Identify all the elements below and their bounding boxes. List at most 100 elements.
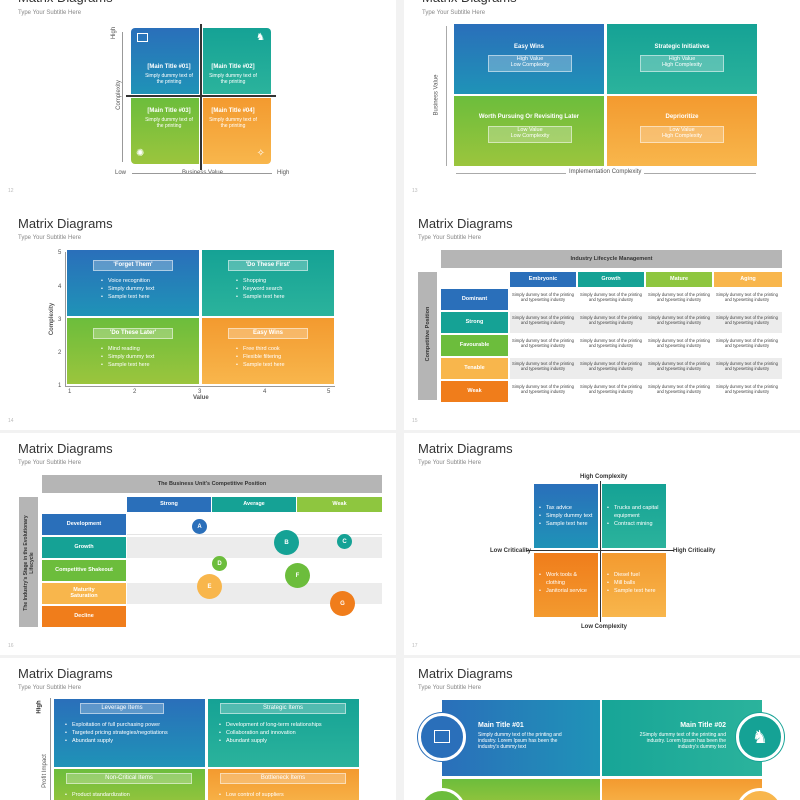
y-tick: 3 bbox=[58, 317, 62, 323]
quadrant-easy-wins[interactable]: Easy Wins High Value Low Complexity bbox=[454, 24, 604, 94]
list-item: Simply dummy text bbox=[538, 512, 596, 520]
slide-6[interactable]: Matrix Diagrams Type Your Subtitle Here … bbox=[404, 433, 800, 655]
label-line-2: Low Complexity bbox=[510, 62, 550, 68]
table-cell: Simply dummy text of the printing and ty… bbox=[580, 384, 642, 394]
col-header-mature: Mature bbox=[646, 272, 712, 287]
row-band bbox=[127, 583, 382, 604]
slide-8[interactable]: Matrix Diagrams Type Your Subtitle Here … bbox=[404, 658, 800, 800]
bubble-a: A bbox=[192, 519, 207, 534]
quadrant-2[interactable]: ♞ [Main Title #02] Simply dummy text of … bbox=[203, 28, 271, 94]
table-cell: Simply dummy text of the printing and ty… bbox=[648, 361, 710, 371]
y-tick: 5 bbox=[58, 250, 62, 256]
card-4[interactable] bbox=[602, 779, 762, 800]
quadrant-list: Exploitation of full purchasing power Ta… bbox=[64, 721, 204, 745]
row-band bbox=[127, 514, 382, 535]
x-tick: 2 bbox=[133, 389, 137, 395]
side-header: The Industry's Stage in the Evolutionary… bbox=[23, 515, 35, 611]
chart-header: The Business Unit's Competitive Position bbox=[42, 475, 382, 493]
slide-subtitle: Type Your Subtitle Here bbox=[418, 685, 482, 691]
table-cell: Simply dummy text of the printing and ty… bbox=[580, 292, 642, 302]
quadrant-strategic[interactable]: Strategic Items Development of long-term… bbox=[208, 699, 359, 767]
list-item: Simply dummy text bbox=[100, 353, 154, 361]
quadrant-3[interactable]: [Main Title #03] Simply dummy text of th… bbox=[131, 98, 199, 164]
quadrant-1[interactable]: Tax advice Simply dummy text Sample text… bbox=[534, 484, 598, 548]
table-cell: Simply dummy text of the printing and ty… bbox=[512, 384, 574, 394]
quadrant-2[interactable]: Trucks and capital equipment Contract mi… bbox=[602, 484, 666, 548]
quadrant-list: Development of long-term relationships C… bbox=[218, 721, 358, 745]
x-tick: 1 bbox=[68, 389, 72, 395]
col-header-aging: Aging bbox=[714, 272, 782, 287]
list-item: Abundant supply bbox=[218, 737, 358, 745]
chess-icon: ♞ bbox=[256, 32, 265, 43]
v-axis-arrow bbox=[600, 481, 601, 622]
card-3[interactable] bbox=[442, 779, 600, 800]
bubble-e: E bbox=[197, 574, 222, 599]
quadrant-title: Worth Pursuing Or Revisiting Later bbox=[478, 114, 580, 120]
row-header-strong: Strong bbox=[441, 312, 508, 333]
quadrant-title: Non-Critical Items bbox=[66, 773, 192, 784]
row-header-growth: Growth bbox=[42, 537, 126, 558]
quadrant-title: Strategic Initiatives bbox=[654, 44, 710, 50]
quadrant-3[interactable]: Work tools & clothing Janitorial service bbox=[534, 553, 598, 617]
presentation-icon bbox=[418, 713, 466, 761]
quadrant-text: Simply dummy text of the printing bbox=[145, 117, 193, 129]
slide-5[interactable]: Matrix Diagrams Type Your Subtitle Here … bbox=[0, 433, 396, 655]
quadrant-4[interactable]: Diesel fuel Mill balls Sample text here bbox=[602, 553, 666, 617]
quadrant-4[interactable]: [Main Title #04] Simply dummy text of th… bbox=[203, 98, 271, 164]
slide-3[interactable]: Matrix Diagrams Type Your Subtitle Here … bbox=[0, 208, 396, 430]
quadrant-worth-pursuing[interactable]: Worth Pursuing Or Revisiting Later Low V… bbox=[454, 96, 604, 166]
row-header-dominant: Dominant bbox=[441, 289, 508, 310]
quadrant-title: [Main Title #03] bbox=[147, 108, 191, 114]
row-band bbox=[510, 335, 782, 356]
puzzle-icon: ✧ bbox=[256, 148, 265, 159]
card-2[interactable]: Main Title #02 2Simply dummy text of the… bbox=[602, 700, 762, 776]
bottom-label: Low Complexity bbox=[581, 624, 628, 630]
label-line-2: High Complexity bbox=[661, 62, 703, 68]
slide-title: Matrix Diagrams bbox=[422, 0, 517, 5]
row-header-maturity: Maturity Saturation bbox=[42, 583, 126, 604]
quadrant-forget-them[interactable]: 'Forget Them' Voice recognition Simply d… bbox=[67, 250, 199, 316]
list-item: Sample text here bbox=[100, 293, 154, 301]
slide-2[interactable]: Matrix Diagrams Type Your Subtitle Here … bbox=[404, 0, 800, 222]
table-header: Industry Lifecycle Management bbox=[441, 250, 782, 268]
y-axis-label: Business Value bbox=[433, 74, 440, 116]
x-tick: 5 bbox=[327, 389, 331, 395]
quadrant-do-later[interactable]: 'Do These Later' Mind reading Simply dum… bbox=[67, 318, 199, 384]
table-cell: Simply dummy text of the printing and ty… bbox=[716, 315, 778, 325]
list-item: Development of long-term relationships bbox=[218, 721, 358, 729]
slide-7[interactable]: Matrix Diagrams Type Your Subtitle Here … bbox=[0, 658, 396, 800]
slide-subtitle: Type Your Subtitle Here bbox=[18, 460, 82, 466]
quadrant-easy-wins[interactable]: Easy Wins Free third cook Flexible filte… bbox=[202, 318, 334, 384]
slide-1[interactable]: Matrix Diagrams Type Your Subtitle Here … bbox=[0, 0, 396, 222]
quadrant-non-critical[interactable]: Non-Critical Items Product standardizati… bbox=[54, 769, 205, 800]
side-header-bar bbox=[418, 272, 437, 400]
list-item: Sample text here bbox=[538, 520, 596, 528]
quadrant-leverage[interactable]: Leverage Items Exploitation of full purc… bbox=[54, 699, 205, 767]
y-axis-line bbox=[446, 26, 447, 166]
table-cell: Simply dummy text of the printing and ty… bbox=[512, 338, 574, 348]
slide-subtitle: Type Your Subtitle Here bbox=[18, 685, 82, 691]
x-axis-line bbox=[132, 173, 272, 174]
quadrant-list: Tax advice Simply dummy text Sample text… bbox=[538, 504, 596, 528]
quadrant-deprioritize[interactable]: Deprioritize Low Value High Complexity bbox=[607, 96, 757, 166]
quadrant-bottleneck[interactable]: Bottleneck Items Low control of supplier… bbox=[208, 769, 359, 800]
quadrant-list: Free third cook Flexible filtering Sampl… bbox=[235, 345, 285, 369]
list-item: Work tools & clothing bbox=[538, 571, 596, 587]
slide-4[interactable]: Matrix Diagrams Type Your Subtitle Here … bbox=[404, 208, 800, 430]
label-line-1: High Value bbox=[516, 56, 544, 62]
list-item: Collaboration and innovation bbox=[218, 729, 358, 737]
quadrant-1[interactable]: [Main Title #01] Simply dummy text of th… bbox=[131, 28, 199, 94]
quadrant-strategic[interactable]: Strategic Initiatives High Value High Co… bbox=[607, 24, 757, 94]
slide-title: Matrix Diagrams bbox=[18, 666, 113, 681]
list-item: Sample text here bbox=[606, 587, 664, 595]
slide-subtitle: Type Your Subtitle Here bbox=[418, 235, 482, 241]
row-header-weak: Weak bbox=[441, 381, 508, 402]
top-label: High Complexity bbox=[580, 474, 628, 480]
quadrant-do-first[interactable]: 'Do These First' Shopping Keyword search… bbox=[202, 250, 334, 316]
quadrant-title: [Main Title #02] bbox=[211, 64, 255, 70]
slide-title: Matrix Diagrams bbox=[18, 441, 113, 456]
card-1[interactable]: Main Title #01 Simply dummy text of the … bbox=[442, 700, 600, 776]
table-cell: Simply dummy text of the printing and ty… bbox=[648, 338, 710, 348]
x-axis-label: Implementation Complexity bbox=[566, 169, 645, 175]
label-line-1: High Value bbox=[668, 56, 696, 62]
